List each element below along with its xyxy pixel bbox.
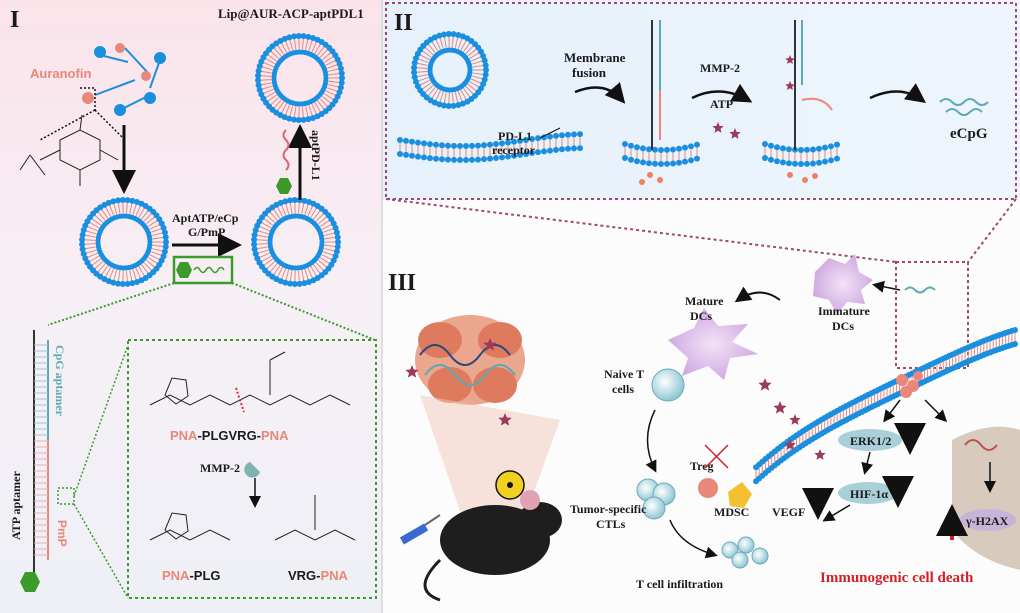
step-label-1: AptATP/eCp [172, 211, 239, 225]
icd-label: Immunogenic cell death [820, 570, 974, 586]
naive-t-cell-icon [651, 368, 685, 402]
immature-dc-label-2: DCs [832, 319, 854, 333]
erk-label: ERK1/2 [850, 434, 891, 448]
mature-dc-label-2: DCs [690, 309, 712, 323]
panel2-dotted-box [385, 2, 1017, 200]
mmp2-label-panel2: MMP-2 [700, 61, 740, 75]
panel3-label: III [388, 270, 416, 296]
panel2-liposome [411, 31, 489, 109]
pmp-label: PmP [55, 520, 69, 547]
aptamer-schematic [20, 330, 75, 592]
liposome-product-title: Lip@AUR-ACP-aptPDL1 [218, 6, 364, 21]
hif-label: HIF-1α [850, 487, 888, 501]
infiltration-label: T cell infiltration [636, 577, 723, 591]
auranofin-lipids [82, 43, 166, 116]
panel2-cell-membrane [397, 131, 583, 163]
atp-label: ATP [710, 97, 733, 111]
step-label-2: G/PmP [188, 225, 225, 239]
panel2-label: II [394, 10, 413, 36]
peptide-structure-full [149, 351, 351, 406]
liposome-empty [79, 197, 169, 287]
auranofin-structure [19, 114, 119, 186]
naive-t-label-2: cells [612, 382, 634, 396]
atp-stars [405, 55, 826, 460]
naive-t-label-1: Naive T [604, 367, 644, 381]
fused-membrane-1 [622, 20, 700, 167]
auranofin-cluster [896, 371, 923, 398]
peptide-full-label: PNA-PLGVRG-PNA [170, 428, 289, 443]
fragment1-label: PNA-PLG [162, 568, 221, 583]
liposome-final [255, 33, 345, 123]
fused-membrane-2 [639, 20, 840, 185]
membrane-fusion-label-1: Membrane [564, 50, 626, 65]
treg-icon [698, 478, 718, 498]
immature-dc-label-1: Immature [818, 304, 870, 318]
auranofin-label: Auranofin [30, 66, 91, 81]
aptpdl1-label: aptPD-L1 [309, 130, 323, 181]
treg-label: Treg [690, 459, 714, 473]
zoom-box [895, 261, 969, 369]
infiltrating-t-cells [721, 536, 769, 569]
tumor-cluster [415, 315, 525, 405]
vegf-label: VEGF [772, 505, 805, 519]
fragment2-label: VRG-PNA [288, 568, 349, 583]
mouse-icon [423, 490, 562, 602]
mdsc-icon [728, 482, 752, 508]
syringe-icon [399, 514, 441, 545]
cpg-aptamer-label: CpG aptamer [53, 345, 67, 417]
liposome-drug-loaded [251, 197, 341, 287]
mature-dc-label-1: Mature [685, 294, 724, 308]
mdsc-label: MDSC [714, 505, 749, 519]
ecpg-label: eCpG [950, 126, 988, 142]
peptide-detail-box [127, 339, 377, 599]
h2ax-ellipse [960, 509, 1016, 531]
ctl-cluster [636, 478, 676, 520]
mmp2-label-panel1: MMP-2 [200, 461, 240, 475]
ctl-label-1: Tumor-specific [570, 502, 647, 516]
pmp-box [172, 255, 234, 285]
panel1-label: I [10, 7, 19, 33]
immature-dc-icon [813, 254, 873, 314]
erk-ellipse [838, 429, 902, 451]
panel2-background [382, 0, 1020, 200]
ctl-label-2: CTLs [596, 517, 626, 531]
mature-dc-icon [668, 308, 758, 380]
radiation-icon [495, 470, 525, 500]
pdl1-receptor-label-2: receptor [492, 143, 536, 157]
pdl1-receptor-label-1: PD-L1 [498, 129, 532, 143]
nucleus [952, 426, 1020, 570]
membrane-fusion-label-2: fusion [572, 65, 607, 80]
h2ax-label: γ-H2AX [965, 514, 1009, 528]
atp-aptamer-label: ATP aptamer [9, 471, 23, 540]
dna-icon [964, 439, 998, 451]
mmp2-enzyme-icon [244, 462, 260, 478]
peptide-fragments [149, 495, 356, 541]
